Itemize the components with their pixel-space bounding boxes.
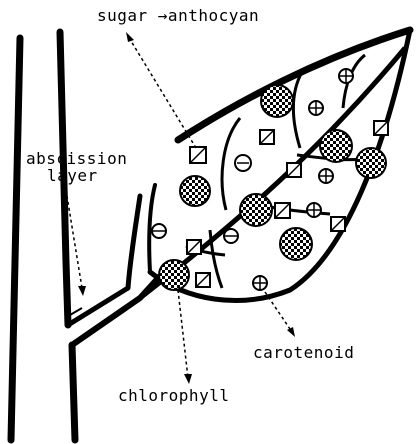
chlorophyll-body bbox=[320, 130, 352, 162]
carotenoid-body bbox=[224, 229, 238, 243]
branch-outer bbox=[11, 38, 20, 440]
sugar-arrowhead bbox=[126, 32, 134, 42]
chlorophyll-arrowhead bbox=[184, 374, 192, 384]
carotenoid-label: carotenoid bbox=[253, 345, 354, 361]
chlorophyll-body bbox=[356, 148, 386, 178]
carotenoid-body bbox=[319, 169, 333, 183]
branch-lower bbox=[72, 345, 75, 440]
sugar-anthocyan-label: sugar →anthocyan bbox=[97, 8, 259, 24]
chlorophyll-label: chlorophyll bbox=[118, 388, 229, 404]
anthocyanin-body bbox=[275, 203, 290, 218]
anthocyanin-body bbox=[187, 240, 201, 254]
anthocyanin-body bbox=[287, 163, 301, 177]
layer-label: layer bbox=[47, 168, 98, 184]
abscission-label: abscission bbox=[26, 151, 127, 167]
anthocyanin-body bbox=[374, 121, 388, 135]
chlorophyll-body bbox=[280, 228, 312, 260]
carotenoid-body bbox=[253, 276, 267, 290]
carotenoid-body bbox=[152, 224, 166, 238]
carotenoid-arrow-line bbox=[265, 292, 292, 332]
leaf-twig-edge bbox=[128, 196, 140, 288]
carotenoid-body bbox=[309, 101, 323, 115]
chlorophyll-body bbox=[159, 260, 189, 290]
chlorophyll-arrow-line bbox=[178, 290, 188, 378]
chlorophyll-body bbox=[261, 85, 293, 117]
sugar-arrow-line bbox=[128, 36, 196, 148]
anthocyanin-body bbox=[190, 147, 206, 163]
anthocyanin-body bbox=[331, 217, 345, 231]
carotenoid-body bbox=[235, 155, 251, 171]
vein-2 bbox=[293, 72, 302, 148]
anthocyanin-body bbox=[196, 273, 210, 287]
carotenoid-body bbox=[339, 69, 353, 83]
carotenoid-arrowhead bbox=[287, 327, 295, 337]
chlorophyll-body bbox=[180, 176, 210, 206]
chlorophyll-body bbox=[240, 194, 272, 226]
anthocyanin-body bbox=[260, 130, 274, 144]
carotenoid-body bbox=[307, 203, 321, 217]
abscission-arrowhead bbox=[78, 286, 86, 296]
